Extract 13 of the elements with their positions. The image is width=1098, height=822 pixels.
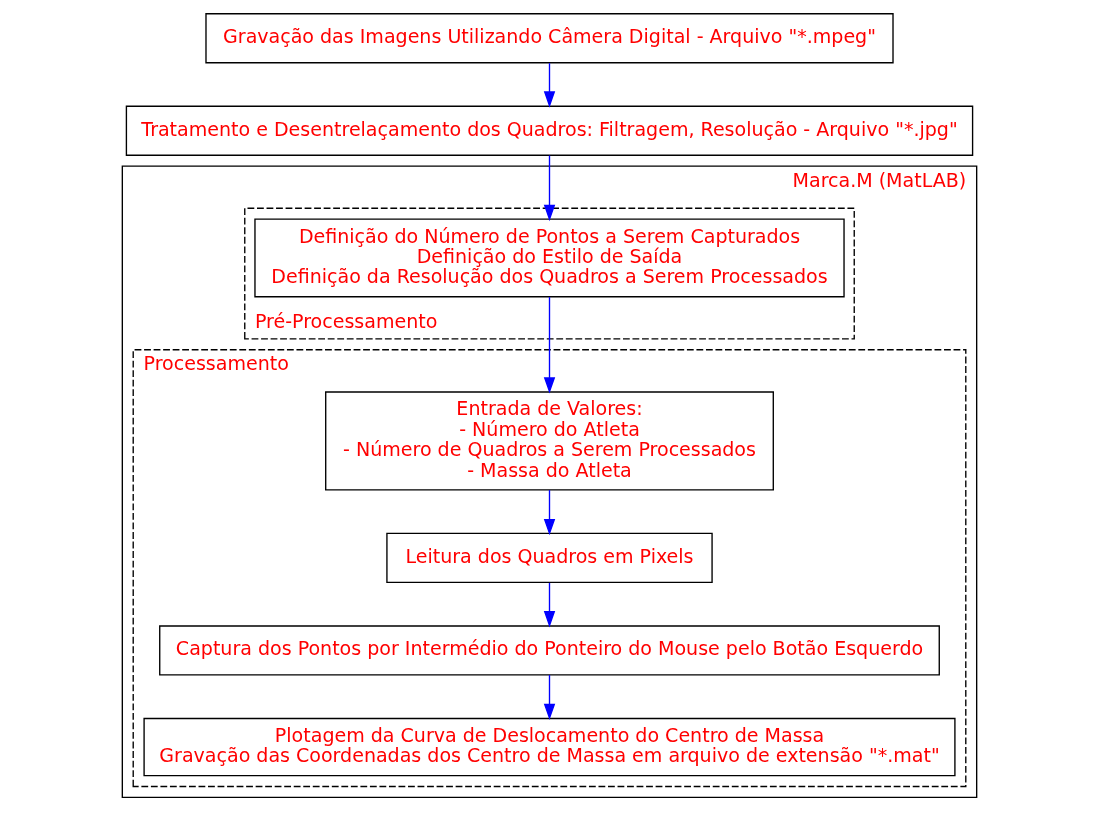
node-box: Definição do Número de Pontos a Serem Capturados Definição do Estilo de Saída Definição da Resolução dos Quadros a Serem Processados	[253, 218, 845, 298]
arrow	[543, 296, 555, 394]
arrow	[543, 62, 555, 108]
node-box: Captura dos Pontos por Intermédio do Ponteiro do Mouse pelo Botão Esquerdo	[158, 625, 940, 676]
node-box: Entrada de Valores: - Número do Atleta - Número de Quadros a Serem Processados - Massa do Atleta	[324, 391, 774, 491]
arrow	[543, 154, 555, 222]
node-box: Gravação das Imagens Utilizando Câmera Digital - Arquivo "*.mpeg"	[204, 13, 894, 64]
node-box: Plotagem da Curva de Deslocamento do Centro de Massa Gravação das Coordenadas dos Centro de Massa em arquivo de extensão "*.mat"	[142, 717, 956, 777]
node-box: Leitura dos Quadros em Pixels	[385, 532, 713, 584]
arrow	[543, 674, 555, 721]
arrow	[543, 582, 555, 628]
node-box: Tratamento e Desentrelaçamento dos Quadros: Filtragem, Resolução - Arquivo "*.jpg"	[125, 105, 973, 156]
arrow	[543, 489, 555, 536]
